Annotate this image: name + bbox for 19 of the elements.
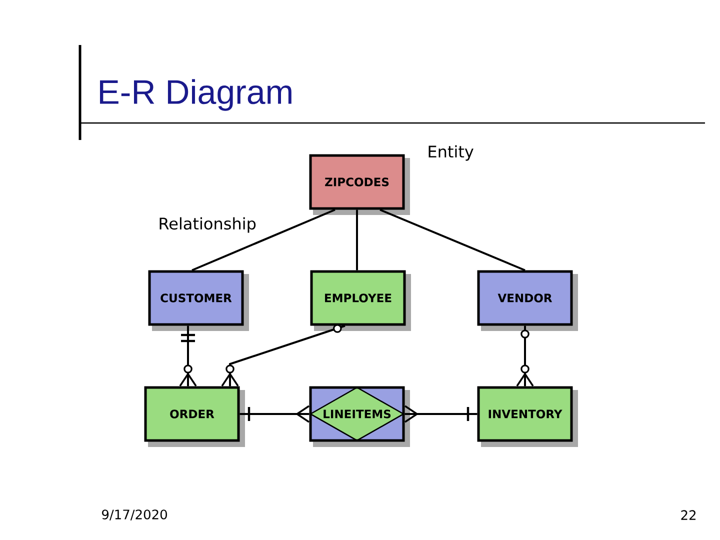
annotation-label: Relationship [160, 217, 256, 233]
relationship-line [221, 324, 346, 386]
relationship-line [179, 326, 197, 386]
relationship-line [404, 405, 478, 423]
entity-box: ZIPCODES [309, 154, 410, 215]
relationship-line [380, 208, 526, 272]
page-number: 22 [681, 510, 696, 520]
annotation-label: Entity [428, 145, 474, 161]
entity-box: EMPLOYEE [310, 270, 411, 331]
entity-box: VENDOR [477, 270, 578, 331]
relationship-line [240, 405, 310, 423]
slide-title: E-R Diagram [100, 79, 292, 111]
entity-box: CUSTOMER [148, 270, 249, 331]
relationship-line [192, 208, 336, 272]
relationship-line [516, 326, 534, 386]
entity-box: ORDER [144, 386, 245, 447]
entity-box: INVENTORY [477, 386, 578, 447]
date-label: 9/17/2020 [102, 510, 167, 520]
relationship-line [356, 210, 358, 270]
